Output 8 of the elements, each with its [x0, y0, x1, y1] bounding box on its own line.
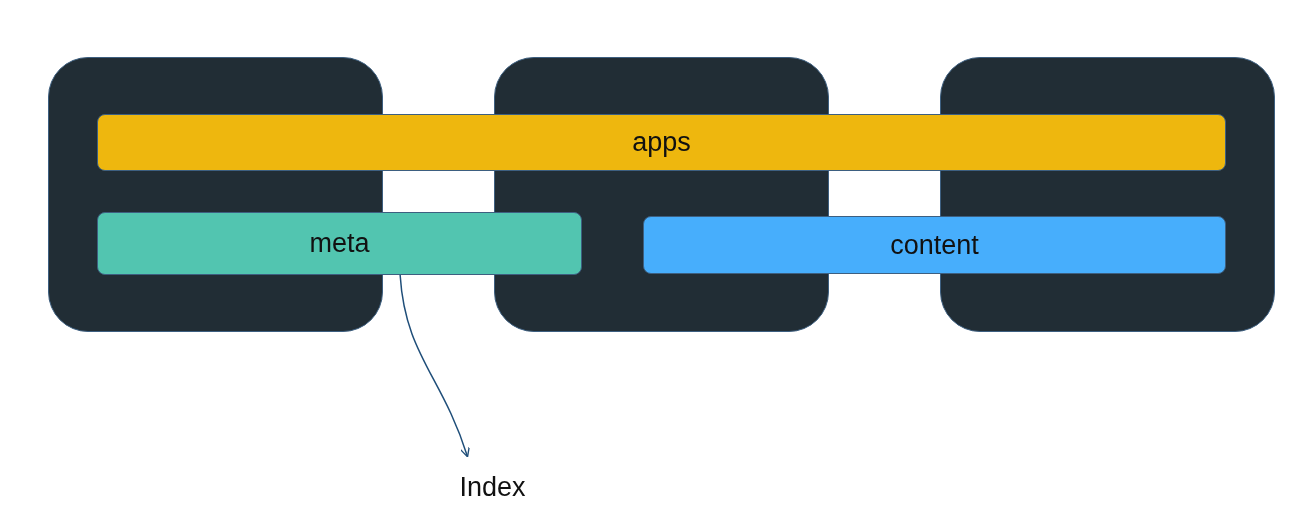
- bar-label: content: [890, 229, 979, 261]
- layer-bar: [97, 212, 582, 275]
- bar-label: meta: [309, 228, 370, 259]
- layer-bar: [97, 114, 1226, 171]
- node-label: Index: [459, 471, 526, 503]
- bar-label: apps: [632, 127, 691, 158]
- layer-bar: [643, 216, 1226, 274]
- arrow: [399, 274, 470, 458]
